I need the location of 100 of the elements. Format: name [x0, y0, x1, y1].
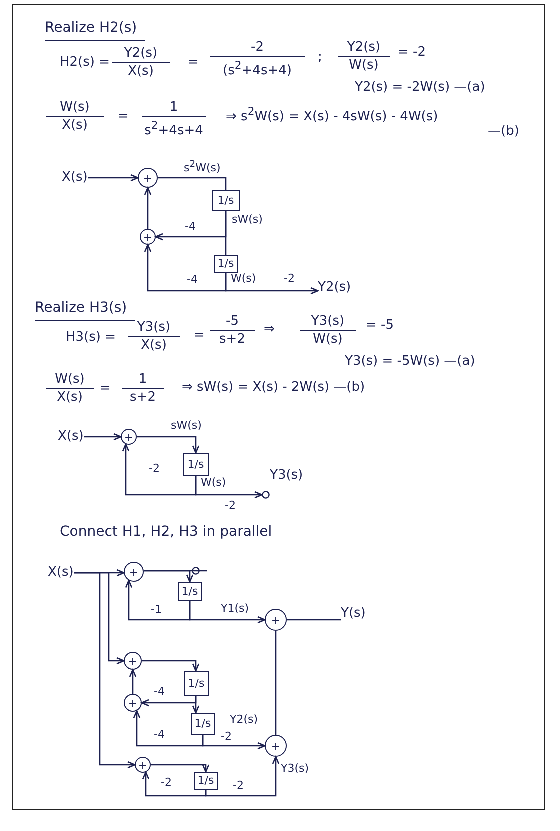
fraction-denominator: X(s)	[56, 390, 84, 406]
arrow	[195, 476, 263, 499]
equation-text: ⇒	[264, 322, 275, 338]
integrator-block: 1/s	[212, 190, 240, 211]
edge-label: sW(s)	[170, 419, 203, 432]
signal-label: Y(s)	[341, 606, 366, 622]
equation-text: —(b)	[488, 124, 520, 140]
fraction-numerator: Y3(s)	[128, 320, 180, 337]
edge-label: Y1(s)	[220, 602, 250, 615]
arrow	[122, 444, 197, 496]
equation-text: Y2(s) = -2W(s) —(a)	[355, 80, 486, 96]
edge-label: -4	[153, 685, 166, 698]
connector-line	[275, 631, 277, 735]
equation-text: ;	[318, 50, 322, 66]
fraction-numerator: -2	[210, 40, 305, 57]
edge-label: -1	[150, 603, 163, 616]
arrow	[74, 572, 136, 769]
equation-text: =	[194, 328, 205, 344]
edge-label: -2	[224, 499, 237, 512]
signal-label: Y2(s)	[230, 713, 258, 726]
equation-text: H3(s) =	[66, 330, 116, 346]
summing-junction: +	[138, 168, 158, 188]
arrow	[192, 696, 200, 714]
fraction-denominator: (s$^{2}$+4s+4)	[222, 58, 293, 80]
fraction-numerator: -5	[210, 314, 255, 331]
signal-label: X(s)	[48, 565, 74, 581]
fraction-denominator: W(s)	[348, 58, 380, 74]
edge-label: -2	[220, 730, 233, 743]
signal-label: X(s)	[58, 429, 84, 445]
arrow	[225, 273, 319, 295]
fraction-denominator: X(s)	[140, 338, 168, 354]
fraction-denominator: s+2	[218, 332, 246, 348]
fraction-numerator: Y2(s)	[112, 46, 170, 63]
fraction-numerator: 1	[142, 100, 206, 117]
arrow	[137, 436, 200, 454]
edge-label: -2	[232, 779, 245, 792]
arrow	[144, 244, 227, 292]
equation-text: ⇒ sW(s) = X(s) - 2W(s) —(b)	[182, 380, 366, 396]
signal-label: Y3(s)	[281, 762, 310, 775]
edge-label: -2	[148, 462, 161, 475]
integrator-block: 1/s	[191, 713, 215, 735]
summing-junction: +	[121, 429, 137, 445]
fraction-denominator: X(s)	[61, 118, 89, 134]
arrow	[84, 433, 122, 441]
equation-text: Y3(s) = -5W(s) —(a)	[345, 354, 476, 370]
edge-label: s$^{2}$W(s)	[183, 158, 222, 175]
arrow	[142, 772, 207, 797]
connector-line	[287, 619, 341, 621]
edge-label: -4	[186, 273, 199, 286]
integrator-block: 1/s	[184, 671, 209, 696]
summing-junction: +	[135, 757, 151, 773]
summing-junction: +	[265, 609, 287, 631]
fraction-numerator: Y2(s)	[338, 40, 390, 57]
integrator-block: 1/s	[183, 453, 209, 476]
fraction-denominator: W(s)	[312, 332, 344, 348]
signal-label: W(s)	[231, 272, 256, 285]
equation-text: ⇒ s$^{2}$W(s) = X(s) - 4sW(s) - 4W(s)	[226, 104, 438, 126]
arrow	[205, 756, 280, 797]
signal-label: X(s)	[62, 170, 88, 186]
arrow	[125, 580, 191, 621]
summing-junction: +	[124, 652, 142, 670]
signal-label: Y2(s)	[318, 280, 352, 296]
section-heading: Realize H3(s)	[35, 300, 136, 321]
arrow	[142, 660, 200, 672]
summing-junction: +	[124, 694, 142, 712]
summing-junction: +	[124, 562, 144, 582]
fraction-numerator: Y3(s)	[300, 314, 356, 331]
arrow	[155, 211, 227, 241]
edge-label: sW(s)	[231, 213, 264, 226]
arrow	[202, 735, 266, 750]
fraction-denominator: s$^{2}$+4s+4	[144, 118, 204, 140]
signal-label: W(s)	[201, 476, 226, 489]
arrow	[129, 669, 137, 694]
arrow	[88, 174, 139, 182]
equation-text: =	[118, 109, 129, 125]
summing-junction: +	[140, 229, 156, 245]
connector-line	[144, 570, 207, 572]
summing-junction: +	[265, 735, 287, 757]
arrow	[133, 710, 204, 747]
fraction-numerator: W(s)	[46, 372, 94, 389]
edge-label: -4	[184, 220, 197, 233]
arrow	[144, 187, 152, 229]
edge-label: -2	[283, 272, 296, 285]
section-heading: Realize H2(s)	[45, 20, 146, 41]
signal-label: Y3(s)	[270, 468, 304, 484]
equation-text: = -5	[366, 318, 394, 334]
arrow	[151, 764, 210, 773]
integrator-block: 1/s	[214, 255, 238, 273]
equation-text: H2(s) =	[60, 55, 110, 71]
edge-label: -2	[160, 776, 173, 789]
equation-text: =	[188, 55, 199, 71]
integrator-block: 1/s	[178, 582, 202, 601]
edge-label: -4	[153, 728, 166, 741]
arrow	[189, 601, 266, 624]
equation-text: =	[100, 381, 111, 397]
fraction-denominator: s+2	[129, 390, 157, 406]
fraction-numerator: W(s)	[46, 100, 104, 117]
connector-line	[158, 177, 227, 190]
integrator-block: 1/s	[194, 772, 218, 790]
fraction-denominator: X(s)	[127, 64, 155, 80]
